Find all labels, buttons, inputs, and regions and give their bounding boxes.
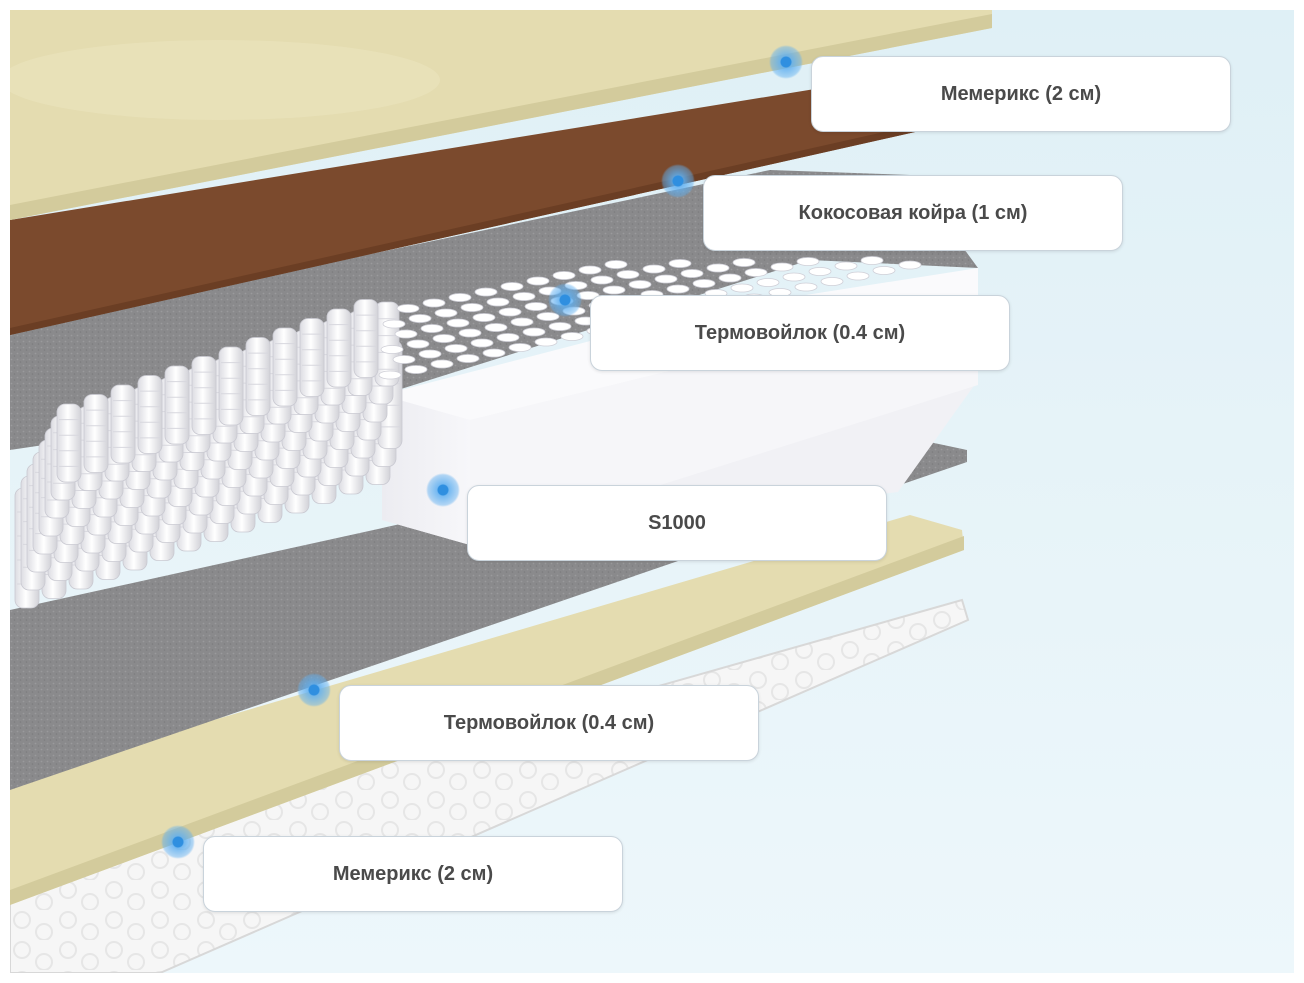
marker-dot-icon[interactable]: [548, 283, 582, 317]
mattress-layers-illustration: Мемерикс (2 см) Кокосовая койра (1 см) Т…: [10, 10, 1294, 973]
callout-upper-thermofelt: Термовойлок (0.4 см): [590, 295, 1010, 371]
callout-label: Кокосовая койра (1 см): [798, 201, 1028, 224]
marker-dot-icon[interactable]: [297, 673, 331, 707]
callout-springs: S1000: [467, 485, 887, 561]
callout-label: Мемерикс (2 см): [332, 862, 494, 885]
marker-dot-icon[interactable]: [661, 164, 695, 198]
callout-label: Термовойлок (0.4 см): [694, 321, 906, 344]
callout-label: S1000: [648, 511, 706, 534]
callout-label: Мемерикс (2 см): [940, 82, 1102, 105]
callout-lower-thermofelt: Термовойлок (0.4 см): [339, 685, 759, 761]
callout-label: Термовойлок (0.4 см): [443, 711, 655, 734]
top-memorix-layer: [10, 10, 992, 220]
callout-coir: Кокосовая койра (1 см): [703, 175, 1123, 251]
marker-dot-icon[interactable]: [426, 473, 460, 507]
pocket-springs: [14, 256, 922, 609]
marker-dot-icon[interactable]: [161, 825, 195, 859]
callout-top-memorix: Мемерикс (2 см): [811, 56, 1231, 132]
callout-bottom-memorix: Мемерикс (2 см): [203, 836, 623, 912]
marker-dot-icon[interactable]: [769, 45, 803, 79]
